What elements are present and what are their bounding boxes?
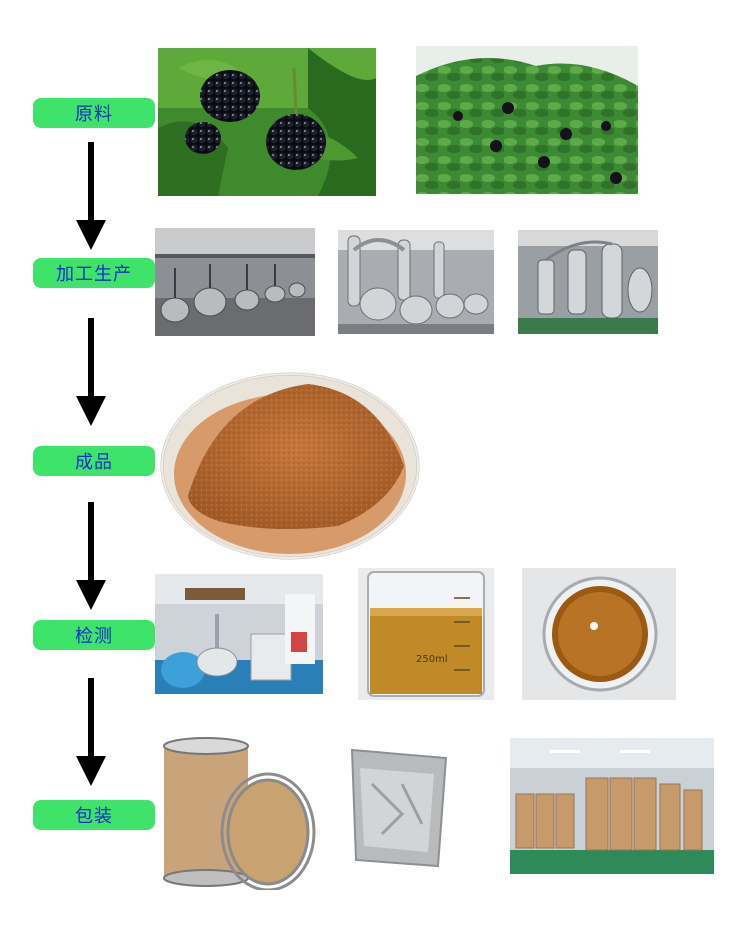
- stage-label-text: 包装: [75, 806, 113, 827]
- foil-bag-photo: [342, 744, 456, 872]
- stage-label-text: 原料: [75, 104, 113, 125]
- lab-instruments-photo: [155, 574, 323, 694]
- stage-label-text: 成品: [75, 452, 113, 473]
- stage-label-processing: 加工生产: [33, 258, 155, 288]
- down-arrow-icon: [76, 142, 106, 250]
- factory-tanks-photo: [155, 228, 315, 336]
- brown-powder-petri-dish-photo: [158, 356, 422, 562]
- blackberry-closeup-photo: [158, 48, 376, 196]
- fiber-drum-photo: [156, 732, 316, 890]
- down-arrow-icon: [76, 502, 106, 610]
- flask-amber-liquid-photo: [522, 568, 676, 700]
- down-arrow-icon: [76, 678, 106, 786]
- warehouse-drums-photo: [510, 738, 714, 874]
- beaker-marking: 250ml: [416, 654, 448, 665]
- stainless-extraction-equipment-photo: [338, 230, 494, 334]
- stage-label-testing: 检测: [33, 620, 155, 650]
- stage-label-raw-material: 原料: [33, 98, 155, 128]
- stage-label-packaging: 包装: [33, 800, 155, 830]
- down-arrow-icon: [76, 318, 106, 426]
- blackberry-shrub-photo: [416, 46, 638, 194]
- beaker-amber-liquid-photo: 250ml: [358, 568, 494, 700]
- stage-label-text: 检测: [75, 626, 113, 647]
- evaporator-column-photo: [518, 230, 658, 334]
- stage-label-product: 成品: [33, 446, 155, 476]
- stage-label-text: 加工生产: [56, 264, 132, 285]
